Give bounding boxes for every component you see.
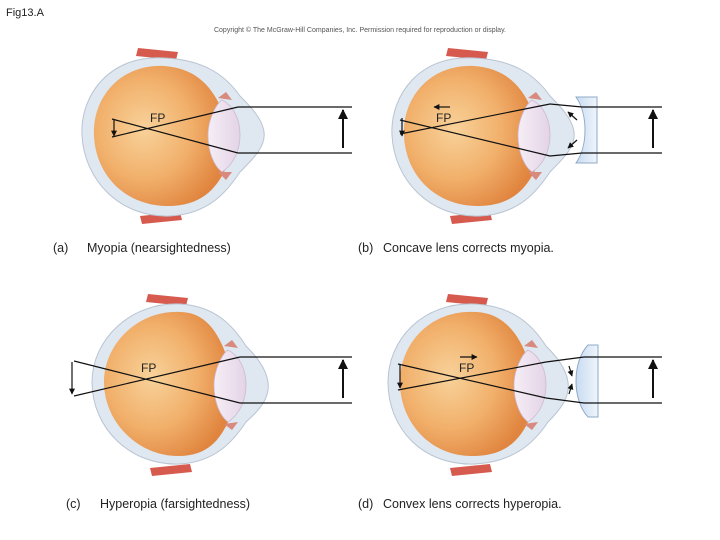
eye-muscle bbox=[446, 48, 488, 60]
fp-label: FP bbox=[150, 111, 165, 125]
panel-concave-correction: FP bbox=[350, 40, 680, 240]
caption-text: Myopia (nearsightedness) bbox=[87, 241, 231, 255]
panel-convex-correction: FP bbox=[350, 290, 680, 490]
caption-c: (c) Hyperopia (farsightedness) bbox=[66, 497, 250, 511]
eye-muscle bbox=[136, 48, 178, 60]
divergence-arrow bbox=[567, 139, 578, 149]
caption-letter: (a) bbox=[53, 241, 69, 255]
caption-letter: (d) bbox=[358, 497, 374, 511]
convex-lens bbox=[575, 344, 599, 418]
fp-label: FP bbox=[459, 361, 474, 375]
eyeball bbox=[93, 65, 227, 206]
eyeball bbox=[400, 311, 530, 456]
fp-label: FP bbox=[436, 111, 451, 125]
caption-letter: (c) bbox=[66, 497, 81, 511]
caption-text: Concave lens corrects myopia. bbox=[383, 241, 554, 255]
eyeball bbox=[403, 65, 536, 206]
copyright-notice: Copyright © The McGraw-Hill Companies, I… bbox=[213, 27, 506, 34]
eye-muscle bbox=[146, 294, 188, 306]
caption-text: Hyperopia (farsightedness) bbox=[100, 497, 251, 511]
caption-a: (a) Myopia (nearsightedness) bbox=[53, 241, 231, 255]
eye-lens bbox=[213, 349, 247, 423]
convergence-arrow bbox=[567, 383, 574, 395]
convergence-arrow bbox=[567, 365, 574, 377]
eye-muscle bbox=[446, 294, 488, 306]
caption-d: (d) Convex lens corrects hyperopia. bbox=[358, 497, 562, 511]
fp-label: FP bbox=[141, 361, 156, 375]
figure-label: Fig13.A bbox=[6, 7, 44, 19]
eye-muscle bbox=[450, 464, 492, 476]
caption-letter: (b) bbox=[358, 241, 374, 255]
panel-hyperopia: FP bbox=[40, 290, 370, 490]
concave-lens bbox=[575, 96, 598, 164]
caption-b: (b) Concave lens corrects myopia. bbox=[358, 241, 554, 255]
eye-muscle bbox=[150, 464, 192, 476]
panel-myopia: FP bbox=[40, 40, 370, 240]
divergence-arrow bbox=[567, 111, 578, 121]
eye-lens bbox=[513, 349, 547, 423]
caption-text: Convex lens corrects hyperopia. bbox=[383, 497, 562, 511]
